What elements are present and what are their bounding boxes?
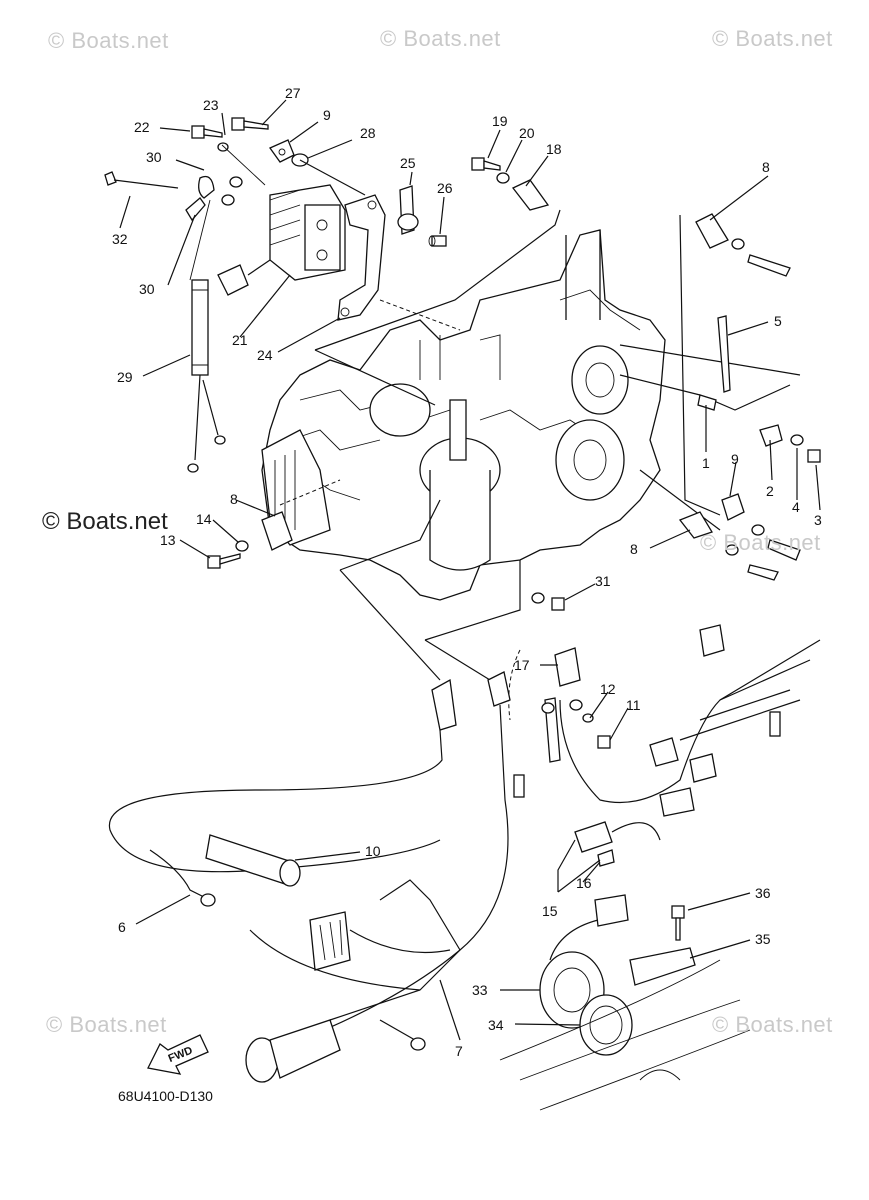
high-tension-cord [187, 279, 226, 473]
callout-31: 31 [595, 573, 611, 589]
callout-11: 11 [626, 697, 641, 713]
callout-19: 19 [492, 113, 508, 129]
callout-25: 25 [400, 155, 416, 171]
grommet-and-plate [499, 894, 751, 1111]
callout-30b: 30 [139, 281, 155, 297]
left-bracket-parts [207, 511, 293, 569]
callout-14: 14 [196, 511, 212, 527]
callout-1: 1 [702, 455, 710, 471]
small-fasteners-top-left [104, 117, 366, 281]
callout-13: 13 [160, 532, 176, 548]
callout-22: 22 [134, 119, 150, 135]
watermark: © Boats.net [712, 26, 833, 51]
engine-block [261, 229, 666, 601]
callout-9a: 9 [323, 107, 331, 123]
callout-labels: 27 23 9 22 28 19 20 18 30 25 8 26 32 30 … [112, 85, 822, 1059]
callout-8a: 8 [762, 159, 770, 175]
callout-10: 10 [365, 843, 381, 859]
callout-33: 33 [472, 982, 488, 998]
callout-leaders [119, 99, 821, 1041]
callout-12: 12 [600, 681, 616, 697]
callout-18: 18 [546, 141, 562, 157]
callout-21: 21 [232, 332, 248, 348]
callout-17: 17 [514, 657, 530, 673]
clamp-fasteners-top [471, 157, 550, 211]
callout-6: 6 [118, 919, 126, 935]
callout-8b: 8 [230, 491, 238, 507]
callout-35: 35 [755, 931, 771, 947]
callout-24: 24 [257, 347, 273, 363]
watermark: © Boats.net [380, 26, 501, 51]
rubber-cap-parts [397, 185, 447, 247]
watermark: © Boats.net [700, 530, 821, 555]
reference-lines [279, 209, 801, 721]
callout-36: 36 [755, 885, 771, 901]
ignition-coil-assembly [217, 184, 386, 321]
callout-3: 3 [814, 512, 822, 528]
callout-4: 4 [792, 499, 800, 515]
callout-29: 29 [117, 369, 133, 385]
callout-30a: 30 [146, 149, 162, 165]
callout-7: 7 [455, 1043, 463, 1059]
watermark: © Boats.net [48, 28, 169, 53]
callout-23: 23 [203, 97, 219, 113]
right-side-brackets [619, 213, 821, 581]
callout-5: 5 [774, 313, 782, 329]
bolt-31 [531, 592, 565, 611]
callout-26: 26 [437, 180, 453, 196]
callout-16: 16 [576, 875, 592, 891]
watermark: © Boats.net [42, 508, 168, 535]
callout-28: 28 [360, 125, 376, 141]
callout-20: 20 [519, 125, 535, 141]
fwd-arrow-icon: FWD [147, 1034, 209, 1075]
callout-32: 32 [112, 231, 128, 247]
callout-2: 2 [766, 483, 774, 499]
callout-9b: 9 [731, 451, 739, 467]
diagram-code: 68U4100-D130 [118, 1088, 213, 1104]
callout-34: 34 [488, 1017, 504, 1033]
callout-15: 15 [542, 903, 558, 919]
watermark: © Boats.net [712, 1012, 833, 1037]
callout-27: 27 [285, 85, 301, 101]
watermark: © Boats.net [46, 1012, 167, 1037]
callout-8c: 8 [630, 541, 638, 557]
wiring-harness [108, 624, 821, 1083]
